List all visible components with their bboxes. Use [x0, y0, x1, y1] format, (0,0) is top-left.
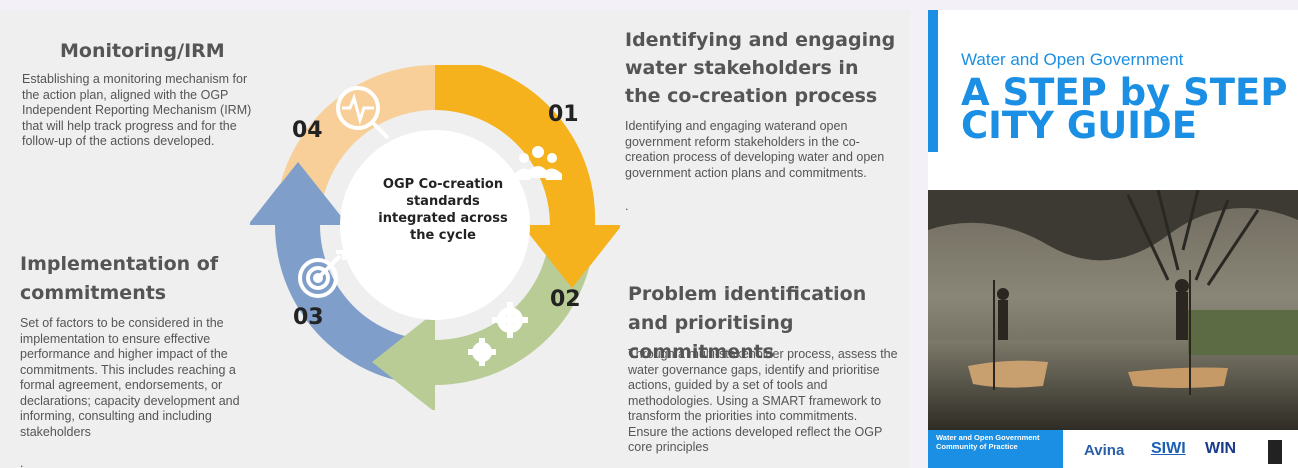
- cover-subtitle: Water and Open Government: [961, 50, 1184, 69]
- identifying-dot: .: [625, 199, 629, 213]
- monitoring-title: Monitoring/IRM: [60, 40, 225, 62]
- magnifier-pulse-icon: [336, 86, 390, 140]
- people-icon: [514, 146, 562, 180]
- problem-body: Through a multi-stakeholder process, ass…: [628, 347, 898, 454]
- cover-photo: [928, 190, 1298, 430]
- gears-icon: [468, 302, 528, 366]
- stage-number-02: 02: [550, 287, 581, 312]
- implementation-dot: .: [20, 456, 24, 468]
- ogp-logo: [1268, 440, 1282, 464]
- problem-title: Problem identification and prioritising …: [628, 283, 867, 363]
- siwi-logo: SIWI: [1151, 440, 1186, 457]
- ogp-cycle-diagram: Monitoring/IRM Establishing a monitoring…: [0, 10, 910, 468]
- stage-number-04: 04: [292, 118, 323, 143]
- community-label: Water and Open Government Community of P…: [936, 433, 1040, 451]
- accent-bar: [928, 10, 938, 152]
- cycle-center-label: OGP Co-creation standards integrated acr…: [378, 177, 508, 243]
- target-icon: [298, 250, 346, 298]
- cycle-ring: [250, 65, 620, 410]
- monitoring-body: Establishing a monitoring mechanism for …: [22, 72, 252, 148]
- avina-logo: Avina: [1084, 442, 1125, 459]
- stage-number-03: 03: [293, 305, 324, 330]
- stage-number-01: 01: [548, 102, 579, 127]
- guide-cover: Water and Open Government A STEP by STEP…: [928, 10, 1298, 468]
- win-logo: WIN: [1205, 440, 1237, 457]
- identifying-title: Identifying and engaging water stakehold…: [625, 29, 896, 107]
- community-badge: Water and Open Government Community of P…: [928, 430, 1063, 468]
- identifying-body: Identifying and engaging waterand open g…: [625, 119, 885, 180]
- implementation-body: Set of factors to be considered in the i…: [20, 316, 240, 439]
- implementation-title: Implementation of commitments: [20, 253, 219, 304]
- cover-title: A STEP by STEP CITY GUIDE: [961, 71, 1288, 147]
